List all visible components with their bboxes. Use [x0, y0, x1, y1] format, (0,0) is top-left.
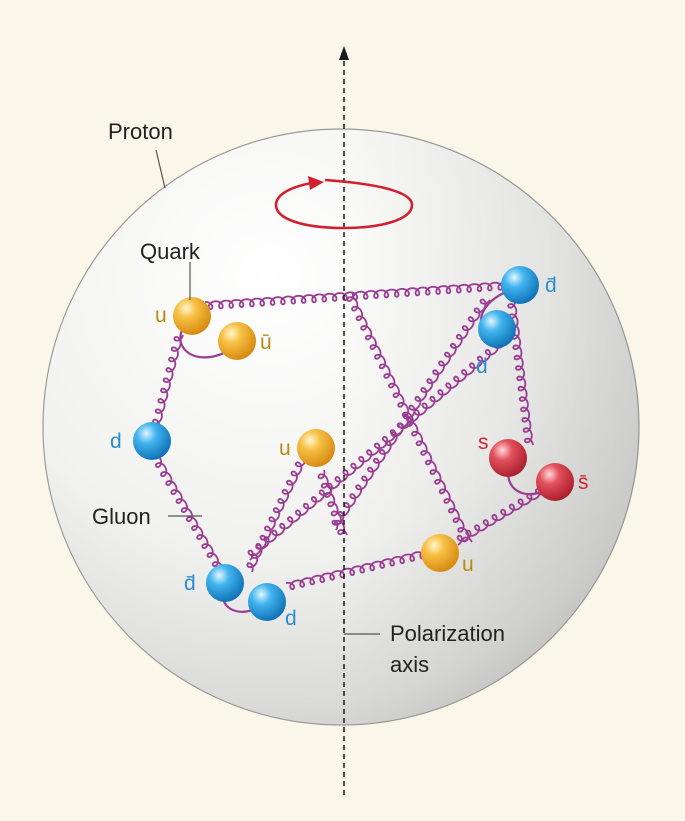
flavor-label-dbar-bottomleft: d̄	[184, 572, 196, 595]
polarization-axis-label-line1: Polarization	[390, 621, 505, 646]
quark-s-right	[489, 439, 527, 477]
quark-d-bottomleft	[248, 583, 286, 621]
gluon-d-topright-to-bottomleft	[247, 342, 504, 561]
flavor-label-d-left: d	[110, 430, 122, 453]
flavor-label-ubar-topleft: ū	[260, 331, 272, 354]
quarks-group	[133, 266, 574, 621]
quark-label: Quark	[140, 239, 201, 264]
quark-ubar-topleft	[218, 322, 256, 360]
polarization-axis-label-line2: axis	[390, 652, 429, 677]
flavor-labels: u ū d u d̄ d s s̄ u d̄ d	[110, 274, 589, 630]
quark-sbar-right	[536, 463, 574, 501]
quark-d-left	[133, 422, 171, 460]
proton-shading	[341, 129, 639, 725]
flavor-label-s-right: s	[478, 431, 489, 454]
quark-d-topright	[478, 310, 516, 348]
flavor-label-d-topright: d	[476, 355, 488, 378]
gluon-bottom-edge	[285, 549, 427, 590]
quark-u-bottomright	[421, 534, 459, 572]
gluon-topright-to-center	[331, 298, 491, 531]
gluon-u-to-d-left	[152, 334, 184, 429]
quark-u-center	[297, 429, 335, 467]
flavor-label-u-topleft: u	[155, 304, 167, 327]
quark-dbar-bottomleft	[206, 564, 244, 602]
quark-u-topleft	[173, 297, 211, 335]
proton-label: Proton	[108, 119, 173, 144]
flavor-label-sbar-right: s̄	[578, 471, 589, 494]
quark-dbar-topright	[501, 266, 539, 304]
gluon-u-center-down	[317, 469, 348, 536]
rotation-arrow	[274, 178, 414, 230]
rotation-arrowhead	[308, 176, 324, 190]
gluon-u-center-to-bottomleft	[246, 461, 306, 573]
flavor-label-dbar-topright: d̄	[545, 274, 557, 297]
flavor-label-d-bottomleft: d	[285, 607, 297, 630]
flavor-label-u-center: u	[279, 437, 291, 460]
flavor-label-u-bottomright: u	[462, 553, 474, 576]
gluon-d-left-to-dbar	[155, 457, 223, 568]
polarization-axis-arrowhead	[339, 46, 349, 60]
gluon-label: Gluon	[92, 504, 151, 529]
proton-callout-line	[155, 149, 166, 189]
